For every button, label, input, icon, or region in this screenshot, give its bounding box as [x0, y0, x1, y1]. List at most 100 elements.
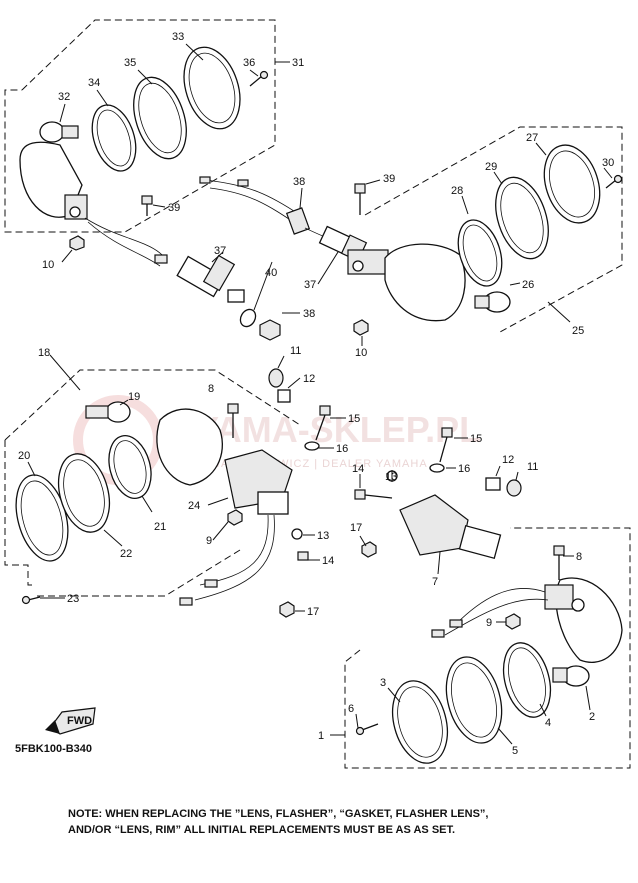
callout-15a: 15: [348, 413, 360, 425]
callout-34: 34: [88, 77, 100, 89]
assembly-front-left: [15, 368, 331, 618]
callout-8a: 8: [208, 383, 214, 395]
collar-12b: [485, 477, 501, 491]
callout-37a: 37: [214, 245, 226, 257]
callout-1: 1: [318, 730, 324, 742]
washer-16a: [304, 441, 320, 451]
callout-14a: 14: [352, 463, 364, 475]
callout-39a: 39: [168, 202, 180, 214]
screw-30: [605, 179, 617, 189]
callout-2: 2: [589, 711, 595, 723]
gasket-34: [91, 104, 137, 172]
bolt-15a: [319, 405, 331, 416]
bulb-32: [39, 121, 65, 143]
boundary-31: [4, 19, 276, 233]
leader-lines: [27, 43, 613, 745]
washer-16b: [429, 463, 445, 473]
boundary-25: [364, 126, 623, 333]
screw-36: [249, 75, 263, 87]
boundary-18-bottom: [35, 549, 241, 597]
callout-13a: 13: [385, 471, 397, 483]
callout-16b: 16: [458, 463, 470, 475]
callout-14b: 14: [322, 555, 334, 567]
callout-32: 32: [58, 91, 70, 103]
callout-35: 35: [124, 57, 136, 69]
callout-10a: 10: [42, 259, 54, 271]
boundary-1: [344, 527, 631, 769]
note-line-2: AND/OR “LENS, RIM” ALL INITIAL REPLACEME…: [68, 824, 456, 836]
boundary-18-left: [4, 440, 35, 586]
fwd-arrow-icon: FWD: [45, 707, 96, 735]
assembly-rear-right: [347, 144, 623, 336]
callout-38b: 38: [303, 308, 315, 320]
bolt-39b: [354, 183, 366, 194]
flasher-stem-rear-right: [347, 249, 389, 275]
bolt-15b: [441, 427, 453, 438]
callout-8b: 8: [576, 551, 582, 563]
replacement-note: NOTE: WHEN REPLACING THE ”LENS, FLASHER”…: [68, 806, 608, 838]
callout-39b: 39: [383, 173, 395, 185]
callout-9a: 9: [206, 535, 212, 547]
callout-21: 21: [154, 521, 166, 533]
lens-3: [391, 680, 449, 764]
callout-3: 3: [380, 677, 386, 689]
bolt-8b: [553, 545, 565, 556]
callout-10b: 10: [355, 347, 367, 359]
fwd-label: FWD: [67, 715, 92, 727]
bolt-14a: [297, 551, 309, 561]
group-boundaries: [4, 19, 631, 769]
callout-28: 28: [451, 185, 463, 197]
callout-19: 19: [128, 391, 140, 403]
stay-7: [399, 494, 469, 556]
gasket-21: [108, 435, 152, 499]
callout-labels: 33 35 36 31 34 32 39 10 27 30 29 28 39 3…: [18, 31, 614, 757]
bolt-14b: [354, 489, 366, 500]
callout-18: 18: [38, 347, 50, 359]
center-mount: [176, 176, 368, 341]
callout-30: 30: [602, 157, 614, 169]
callout-24: 24: [188, 500, 200, 512]
callout-11b: 11: [527, 461, 538, 473]
callout-4: 4: [545, 717, 551, 729]
collar-11a: [268, 368, 284, 388]
gasket-28: [457, 219, 503, 287]
callout-5: 5: [512, 745, 518, 757]
callout-16a: 16: [336, 443, 348, 455]
rim-29: [495, 176, 549, 260]
boundary-18-top: [4, 369, 301, 441]
callout-23: 23: [67, 593, 79, 605]
collar-11b: [506, 479, 522, 497]
note-line-1: NOTE: WHEN REPLACING THE ”LENS, FLASHER”…: [68, 808, 489, 820]
callout-26: 26: [522, 279, 534, 291]
bolt-39a: [141, 195, 153, 205]
nut-9b: [505, 613, 521, 630]
bulb-base-32: [61, 125, 79, 139]
callout-7: 7: [432, 576, 438, 588]
nut-10b: [353, 319, 369, 336]
gasket-4: [502, 642, 552, 718]
grommet-38: [285, 207, 311, 235]
screw-6: [361, 723, 379, 731]
callout-33: 33: [172, 31, 184, 43]
callout-20: 20: [18, 450, 30, 462]
callout-6: 6: [348, 703, 354, 715]
flasher-body-front-left: [156, 408, 223, 486]
callout-37b: 37: [304, 279, 316, 291]
collar-12a: [277, 389, 291, 403]
nut-17a: [279, 601, 295, 618]
washer-13a: [291, 528, 303, 540]
lens-33: [183, 46, 241, 130]
callout-12a: 12: [303, 373, 315, 385]
callout-17a: 17: [350, 522, 362, 534]
mount-hole: [69, 206, 81, 218]
callout-31: 31: [292, 57, 304, 69]
callout-36: 36: [243, 57, 255, 69]
callout-15b: 15: [470, 433, 482, 445]
callout-29: 29: [485, 161, 497, 173]
diagram-code: 5FBK100-B340: [15, 743, 93, 755]
rim-35: [133, 76, 187, 160]
nut-9a: [227, 509, 243, 526]
nut-38: [259, 319, 281, 341]
bulb-19: [105, 401, 131, 423]
